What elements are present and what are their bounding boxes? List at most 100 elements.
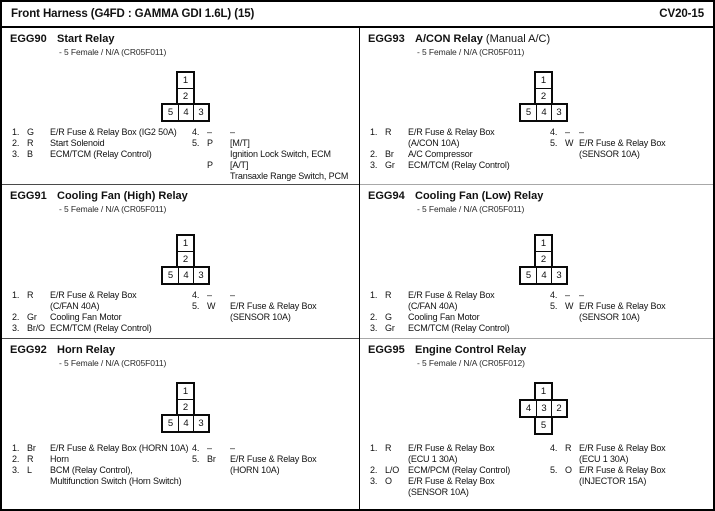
pin-wire-color: R xyxy=(565,443,572,453)
section-title: Horn Relay xyxy=(57,344,116,356)
pin-description-line: (ECU 1 30A) xyxy=(579,454,629,464)
pin-description-line: (SENSOR 10A) xyxy=(230,312,291,322)
pin-description: ECM/TCM (Relay Control) xyxy=(408,323,510,334)
pin-wire-color: Gr xyxy=(385,160,395,170)
connector-cell: 3 xyxy=(536,401,551,416)
pin-description: – xyxy=(230,127,235,138)
pin-number: 3. xyxy=(370,323,378,333)
pin-description-line: ECM/PCM (Relay Control) xyxy=(408,465,511,475)
pin-description: ECM/TCM (Relay Control) xyxy=(408,160,510,171)
section-title: Engine Control Relay xyxy=(415,344,527,356)
pin-description-line: ECM/TCM (Relay Control) xyxy=(50,323,152,333)
section-subtitle: - 5 Female / N/A (CR05F011) xyxy=(417,47,525,57)
pin-description: E/R Fuse & Relay Box(ECU 1 30A) xyxy=(408,443,495,465)
pin-wire-color: Br/O xyxy=(27,323,45,333)
pin-description: ECM/PCM (Relay Control) xyxy=(408,465,510,476)
pin-description-line: Horn xyxy=(50,454,69,464)
pin-number: 4. xyxy=(192,127,200,137)
pin-number: 2. xyxy=(370,312,378,322)
connector-cell: 2 xyxy=(178,88,193,103)
pin-description: E/R Fuse & Relay Box(SENSOR 10A) xyxy=(579,138,666,160)
pin-description-line: (C/FAN 40A) xyxy=(408,301,458,311)
connector-cell: 3 xyxy=(193,268,208,283)
connector-cell: 1 xyxy=(182,238,189,249)
pin-number: 5. xyxy=(550,465,558,475)
pin-wire-color: O xyxy=(565,465,572,475)
section-id: EGG94 xyxy=(368,190,405,202)
pin-description: BCM (Relay Control),Multifunction Switch… xyxy=(50,465,182,487)
pin-description-line: (HORN 10A) xyxy=(230,465,280,475)
pin-wire-color: O xyxy=(385,476,392,486)
pin-description-line: E/R Fuse & Relay Box xyxy=(408,290,495,300)
connector-cell: 4 xyxy=(525,403,532,414)
page-header: Front Harness (G4FD : GAMMA GDI 1.6L) (1… xyxy=(2,2,713,28)
pin-description-line: Cooling Fan Motor xyxy=(50,312,122,322)
pin-description-line: E/R Fuse & Relay Box xyxy=(230,301,317,311)
section-subtitle: - 5 Female / N/A (CR05F011) xyxy=(59,47,167,57)
pin-description-line: ECM/TCM (Relay Control) xyxy=(50,149,152,159)
pin-description-line: (INJECTOR 15A) xyxy=(579,476,647,486)
pin-number: 3. xyxy=(12,149,20,159)
pin-description-line: – xyxy=(579,127,584,137)
pin-number: 3. xyxy=(370,476,378,486)
pin-description: ECM/TCM (Relay Control) xyxy=(50,149,152,160)
pin-wire-color: P xyxy=(207,138,213,148)
connector-box: 5 xyxy=(534,416,553,435)
pin-description-line: (A/CON 10A) xyxy=(408,138,460,148)
pin-description-line: (ECU 1 30A) xyxy=(408,454,458,464)
pin-row: 4.–– xyxy=(192,127,357,138)
pin-description: – xyxy=(230,290,235,301)
connector-cell: 4 xyxy=(178,268,193,283)
pin-number: 4. xyxy=(550,127,558,137)
pin-description: E/R Fuse & Relay Box(INJECTOR 15A) xyxy=(579,465,666,487)
connector-cell: 1 xyxy=(182,75,189,86)
section-id: EGG95 xyxy=(368,344,405,356)
pin-wire-color: W xyxy=(565,301,574,311)
connector-cell: 3 xyxy=(551,268,566,283)
pin-description-line: – xyxy=(579,290,584,300)
pin-number: 4. xyxy=(192,290,200,300)
pin-wire-color: – xyxy=(565,127,570,137)
pin-description-line: E/R Fuse & Relay Box xyxy=(230,454,317,464)
pin-description: E/R Fuse & Relay Box (HORN 10A) xyxy=(50,443,189,454)
pin-number: 4. xyxy=(550,290,558,300)
pin-number: 1. xyxy=(12,127,20,137)
pin-description-line: E/R Fuse & Relay Box xyxy=(579,138,666,148)
connector-cell: 4 xyxy=(536,268,551,283)
connector-cell: 2 xyxy=(536,88,551,103)
pin-description: – xyxy=(230,443,235,454)
pin-number xyxy=(192,160,207,182)
pin-description: Start Solenoid xyxy=(50,138,105,149)
pin-description: E/R Fuse & Relay Box (IG2 50A) xyxy=(50,127,177,138)
